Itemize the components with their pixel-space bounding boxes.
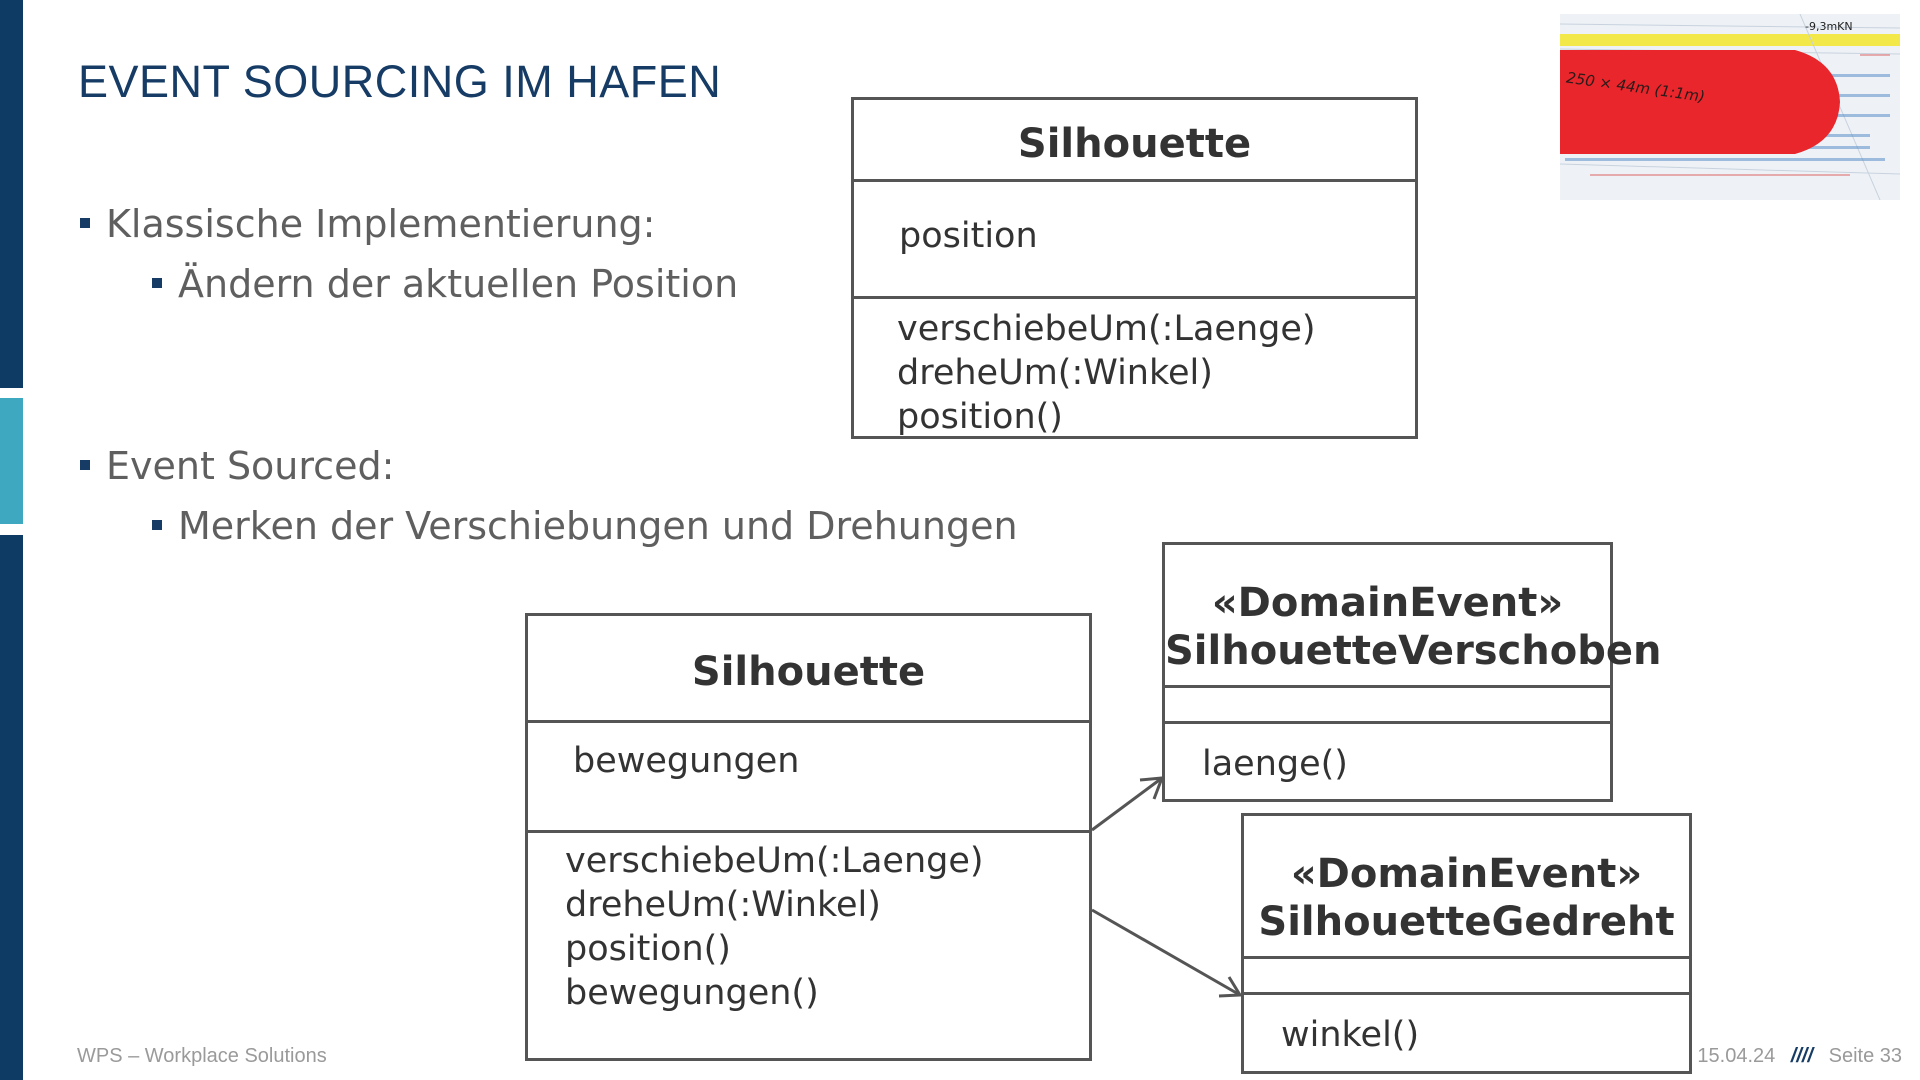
arrow-to-gedreht bbox=[1091, 908, 1241, 997]
bullet-text: Event Sourced: bbox=[106, 444, 395, 488]
arrowhead-gedreht-icon bbox=[1218, 976, 1243, 998]
bullet-sourced: Event Sourced: bbox=[80, 444, 394, 488]
footer-page-number: Seite 33 bbox=[1828, 1045, 1902, 1067]
uml-class-event-verschoben: «DomainEvent» SilhouetteVerschoben laeng… bbox=[1162, 542, 1662, 802]
uml-class-name-section: «DomainEvent» SilhouetteVerschoben bbox=[1165, 545, 1662, 685]
bullet-text: Ändern der aktuellen Position bbox=[178, 262, 739, 306]
uml-operations-section: verschiebeUm(:Laenge) dreheUm(:Winkel) p… bbox=[854, 296, 1415, 439]
uml-operation: dreheUm(:Winkel) bbox=[565, 885, 881, 925]
uml-operations-section: winkel() bbox=[1244, 992, 1689, 1057]
uml-class-name: Silhouette bbox=[691, 649, 926, 695]
bullet-square-icon bbox=[152, 519, 162, 530]
uml-operations-section: laenge() bbox=[1165, 721, 1610, 786]
sub-bullet-classic: Ändern der aktuellen Position bbox=[152, 262, 738, 306]
uml-stereotype: «DomainEvent» bbox=[1211, 580, 1564, 626]
uml-stereotype: «DomainEvent» bbox=[1290, 851, 1643, 897]
bullet-square-icon bbox=[80, 459, 90, 470]
uml-class-silhouette-classic: Silhouette position verschiebeUm(:Laenge… bbox=[851, 97, 1418, 439]
scale-label: -9,3mKN bbox=[1805, 20, 1853, 33]
slide-title: EVENT SOURCING IM HAFEN bbox=[78, 56, 722, 107]
uml-class-name-section: Silhouette bbox=[528, 616, 1089, 720]
brand-bar-accent bbox=[0, 398, 23, 524]
footer-date: 15.04.24 bbox=[1697, 1045, 1776, 1067]
footer-company: WPS – Workplace Solutions bbox=[77, 1045, 327, 1067]
uml-class-name-section: «DomainEvent» SilhouetteGedreht bbox=[1244, 816, 1689, 956]
harbor-map-photo: 250 × 44m (1:1m) -9,3mKN bbox=[1560, 14, 1900, 200]
uml-operations-section: verschiebeUm(:Laenge) dreheUm(:Winkel) p… bbox=[528, 830, 1089, 1015]
uml-attribute: position bbox=[899, 216, 1038, 256]
bullet-square-icon bbox=[80, 217, 90, 228]
bullet-text: Merken der Verschiebungen und Drehungen bbox=[178, 504, 1018, 548]
uml-operation: laenge() bbox=[1202, 744, 1348, 784]
uml-operation: position() bbox=[565, 929, 731, 969]
bullet-square-icon bbox=[152, 277, 162, 288]
uml-attributes-section: bewegungen bbox=[528, 720, 1089, 830]
ship-silhouette-shape bbox=[1560, 50, 1840, 154]
sub-bullet-sourced: Merken der Verschiebungen und Drehungen bbox=[152, 504, 1018, 548]
uml-operation: verschiebeUm(:Laenge) bbox=[897, 309, 1316, 349]
uml-attributes-section bbox=[1165, 685, 1610, 721]
uml-operation: position() bbox=[897, 397, 1063, 437]
arrow-to-verschoben bbox=[1091, 776, 1163, 832]
uml-attribute: bewegungen bbox=[573, 741, 800, 781]
footer-meta: 15.04.24 //// Seite 33 bbox=[1687, 1045, 1902, 1068]
bullet-text: Klassische Implementierung: bbox=[106, 202, 656, 246]
uml-attributes-section: position bbox=[854, 179, 1415, 296]
uml-class-silhouette-sourced: Silhouette bewegungen verschiebeUm(:Laen… bbox=[525, 613, 1092, 1061]
uml-attributes-section bbox=[1244, 956, 1689, 992]
brand-bar-top bbox=[0, 0, 23, 388]
uml-operation: verschiebeUm(:Laenge) bbox=[565, 841, 984, 881]
arrowhead-verschoben-icon bbox=[1139, 776, 1165, 800]
uml-operation: bewegungen() bbox=[565, 973, 819, 1013]
uml-operation: winkel() bbox=[1281, 1015, 1420, 1055]
brand-bar-bottom bbox=[0, 535, 23, 1080]
uml-class-name-section: Silhouette bbox=[854, 100, 1415, 179]
uml-class-name: SilhouetteGedreht bbox=[1258, 899, 1675, 945]
footer-separator: //// bbox=[1790, 1045, 1814, 1067]
uml-class-name: SilhouetteVerschoben bbox=[1165, 628, 1662, 674]
uml-class-event-gedreht: «DomainEvent» SilhouetteGedreht winkel() bbox=[1241, 813, 1692, 1074]
bullet-classic: Klassische Implementierung: bbox=[80, 202, 655, 246]
uml-class-name: Silhouette bbox=[1017, 121, 1252, 167]
uml-operation: dreheUm(:Winkel) bbox=[897, 353, 1213, 393]
